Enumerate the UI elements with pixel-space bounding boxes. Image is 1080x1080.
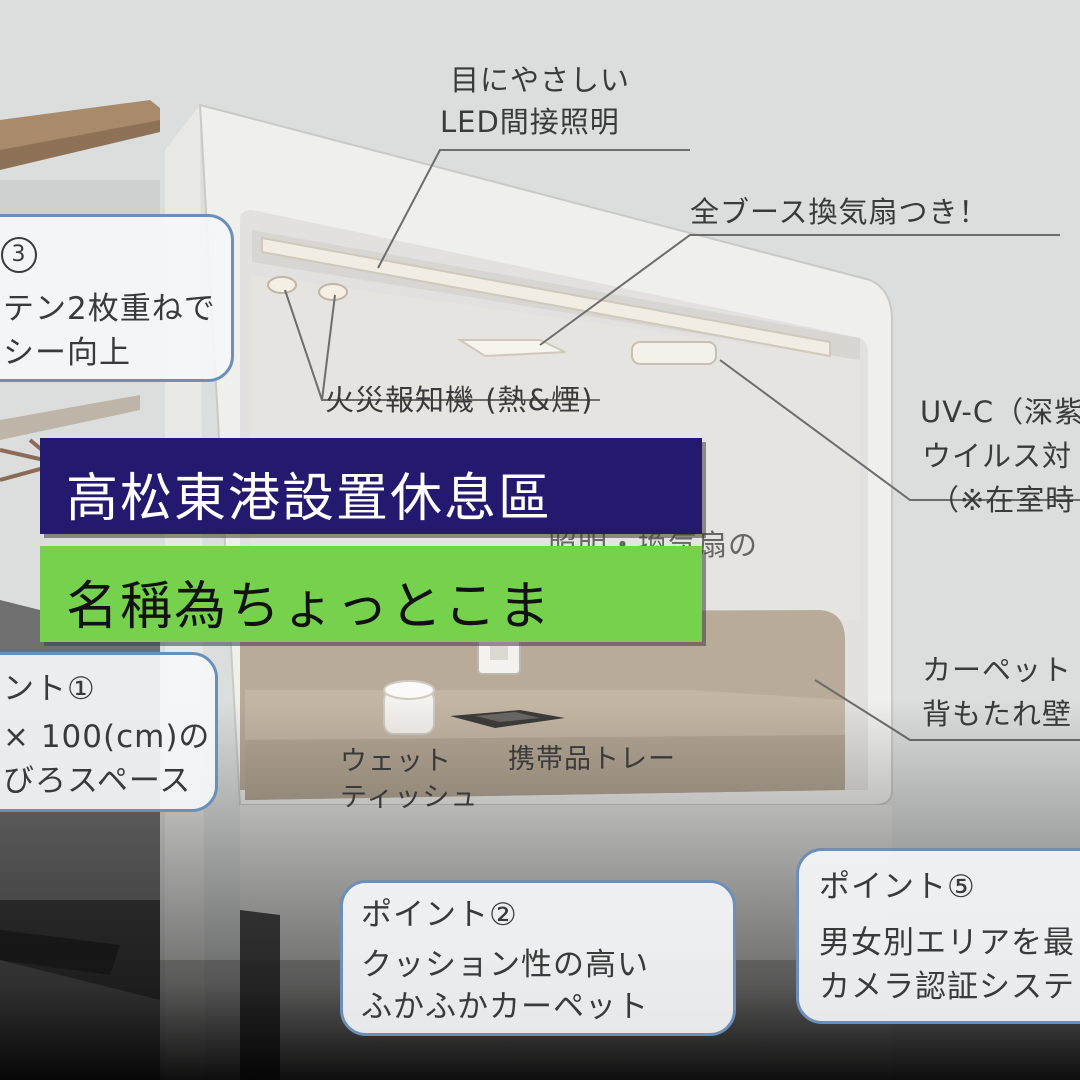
carpet-label-line2: 背もたれ壁	[922, 697, 1073, 731]
tissue-box-icon	[383, 680, 435, 735]
point-5-title: ポイント⑤	[819, 869, 976, 905]
fire-alarm-label: 火災報知機 (熱&煙)	[325, 383, 594, 417]
point-1-bubble: ント① × 100(cm)の びろスペース	[0, 652, 218, 812]
point-5-line2: 男女別エリアを最	[819, 925, 1075, 961]
fire-alarm-icon	[267, 276, 348, 301]
led-light-bar-icon	[261, 236, 831, 358]
fan-label: 全ブース換気扇つき！	[690, 195, 989, 229]
point-2-bubble: ポイント② クッション性の高い ふかふかカーペット	[340, 880, 736, 1036]
subtitle-text: 名稱為ちょっとこま	[66, 577, 553, 637]
point-3-line3: シー向上	[3, 335, 131, 371]
title-band: 高松東港設置休息區	[40, 438, 702, 534]
uvc-label-line3: （※在室時	[930, 483, 1076, 517]
title-text: 高松東港設置休息區	[66, 469, 553, 529]
point-2-title: ポイント②	[361, 897, 518, 933]
wet-tissue-label-line1: ウェット	[340, 746, 452, 777]
point-3-line2: テン2枚重ねで	[3, 291, 216, 327]
power-outlet-icon	[477, 631, 521, 675]
point-3-title: 3	[1, 237, 37, 273]
tray-label: 携帯品トレー	[508, 744, 676, 775]
point-5-line3: カメラ認証システ	[819, 969, 1075, 1005]
point-5-bubble: ポイント⑤ 男女別エリアを最 カメラ認証システ	[796, 848, 1080, 1024]
point-3-bubble: 3 テン2枚重ねで シー向上	[0, 214, 234, 382]
point-2-line2: クッション性の高い	[361, 947, 649, 983]
wet-tissue-label-line2: ティッシュ	[340, 782, 479, 813]
uvc-label-line2: ウイルス対	[922, 439, 1073, 473]
led-label-line2: LED間接照明	[440, 105, 620, 139]
ventilation-fan-icon	[456, 339, 566, 358]
point-1-line3: びろスペース	[3, 763, 192, 799]
point-1-title: ント①	[3, 671, 96, 707]
subtitle-band: 名稱為ちょっとこま	[40, 546, 702, 642]
carpet-label-line1: カーペット	[922, 653, 1073, 687]
point-2-line3: ふかふかカーペット	[361, 989, 649, 1025]
uvc-label-line1: UV-C（深紫	[920, 395, 1080, 429]
led-label-line1: 目にやさしい	[450, 63, 631, 97]
uvc-lamp-icon	[631, 341, 717, 365]
point-1-line2: × 100(cm)の	[3, 719, 211, 755]
